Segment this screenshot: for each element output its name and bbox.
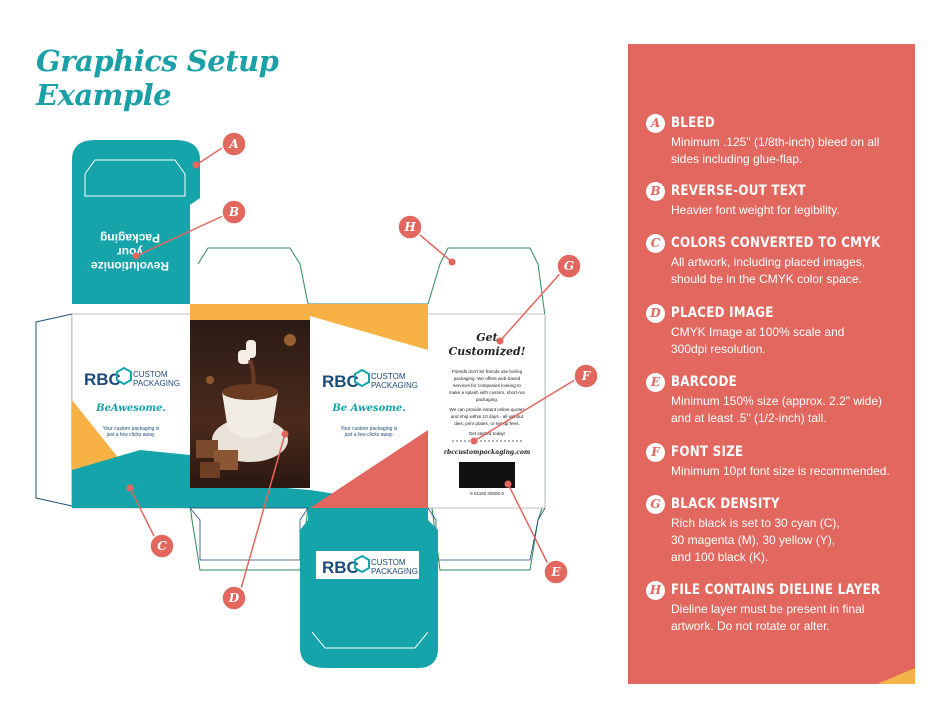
small-text-2b: just a few clicks away. <box>344 432 394 438</box>
requirement-text-g: Rich black is set to 30 cyan (C), 30 mag… <box>671 516 840 564</box>
callout-d: D <box>221 585 247 611</box>
requirement-item-e: E BARCODE Minimum 150% size (approx. 2.2"… <box>646 371 914 427</box>
top-flap-line-1: Revolutionize <box>91 259 169 273</box>
brand-line2-3: PACKAGING <box>371 567 418 576</box>
callout-a: A <box>221 131 247 157</box>
side-para-6: We can provide instant online quotes <box>449 407 525 412</box>
small-text-2a: Your custom packaging is <box>341 426 398 432</box>
page-title-line-1: Graphics Setup <box>36 44 279 78</box>
packaging-dieline-diagram: Revolutionize your Packaging <box>35 131 599 668</box>
logo-panel-1: RBC CUSTOM PACKAGING BeAwesome. Your cus… <box>84 366 180 438</box>
callout-f-letter: F <box>581 369 592 383</box>
side-heading-2: Customized! <box>449 345 526 358</box>
requirement-text-f: Minimum 10pt font size is recommended. <box>671 464 890 478</box>
requirement-item-a: A BLEED Minimum .125" (1/8th-inch) bleed … <box>646 112 914 168</box>
callout-e: E <box>543 559 569 585</box>
top-flap-line-3: Packaging <box>100 231 160 245</box>
page-title: Graphics Setup Example <box>36 44 279 112</box>
requirement-heading-b: REVERSE-OUT TEXT <box>671 183 806 199</box>
badge-icon-c: C <box>646 233 665 253</box>
requirement-heading-d: PLACED IMAGE <box>671 305 774 321</box>
requirement-item-h: H FILE CONTAINS DIELINE LAYER Dieline lay… <box>646 579 914 635</box>
side-para-8: dies, print plates, or set-up fees. <box>454 421 519 426</box>
requirement-heading-e: BARCODE <box>671 374 737 390</box>
panel-corner-accent <box>877 668 915 684</box>
requirement-text-b: Heavier font weight for legibility. <box>671 203 840 217</box>
brand-letters-3: RBC <box>322 558 359 577</box>
badge-icon-b: B <box>646 181 665 201</box>
brand-line1-2: CUSTOM <box>371 372 406 381</box>
callout-d-letter: D <box>228 591 240 605</box>
side-para-1: Friends don't let friends use boring <box>452 369 523 374</box>
side-para-4: make a splash with custom, short-run <box>449 390 526 395</box>
brand-letters-1: RBC <box>84 370 121 389</box>
requirement-text-e: Minimum 150% size (approx. 2.2" wide) an… <box>671 394 883 425</box>
requirement-item-g: G BLACK DENSITY Rich black is set to 30 c… <box>646 493 914 566</box>
side-heading-1: Get <box>476 331 497 344</box>
callout-e-letter: E <box>550 565 561 579</box>
page-title-line-2: Example <box>36 78 172 112</box>
brand-line2-2: PACKAGING <box>371 381 418 390</box>
side-copy-panel: Get Customized! Friends don't let friend… <box>444 331 530 496</box>
tagline-2: Be Awesome. <box>331 403 405 414</box>
brand-line1-1: CUSTOM <box>133 370 168 379</box>
requirement-text-d: CMYK Image at 100% scale and 300dpi reso… <box>671 325 845 356</box>
requirement-text-c: All artwork, including placed images, sh… <box>671 255 866 286</box>
small-text-1b: just a few clicks away. <box>106 432 156 438</box>
website-text: rbccustompackaging.com <box>444 449 530 456</box>
callout-a-letter: A <box>228 137 238 151</box>
callout-c-letter: C <box>157 539 167 553</box>
requirement-text-h: Dieline layer must be present in final a… <box>671 602 865 633</box>
top-flap: Revolutionize your Packaging <box>72 140 200 304</box>
callout-g-letter: G <box>564 259 574 273</box>
callout-f: F <box>573 363 599 389</box>
requirement-text-a: Minimum .125" (1/8th-inch) bleed on all … <box>671 135 880 166</box>
requirements-panel: A BLEED Minimum .125" (1/8th-inch) bleed … <box>628 44 915 684</box>
callout-b-letter: B <box>228 205 239 219</box>
callout-h: H <box>397 214 423 240</box>
requirement-item-c: C COLORS CONVERTED TO CMYK All artwork, i… <box>646 232 914 288</box>
callout-leaders <box>129 145 579 593</box>
logo-panel-2: RBC CUSTOM PACKAGING Be Awesome. Your cu… <box>322 368 418 438</box>
badge-icon-d: D <box>646 303 665 323</box>
brand-line2-1: PACKAGING <box>133 379 180 388</box>
requirement-heading-c: COLORS CONVERTED TO CMYK <box>671 235 881 251</box>
badge-icon-f: F <box>646 442 665 462</box>
side-para-2: packaging. We offers web-based <box>454 376 521 381</box>
callout-h-letter: H <box>403 220 416 234</box>
small-text-1a: Your custom packaging is <box>103 426 160 432</box>
badge-icon-a: A <box>646 113 665 133</box>
side-para-3: services for companies looking to <box>453 383 521 388</box>
badge-icon-g: G <box>646 494 665 514</box>
badge-icon-e: E <box>646 372 665 392</box>
brand-letters-2: RBC <box>322 372 359 391</box>
callout-g: G <box>556 253 582 279</box>
tagline-1: BeAwesome. <box>95 403 166 414</box>
callout-b: B <box>221 199 247 225</box>
requirement-heading-a: BLEED <box>671 115 715 131</box>
badge-icon-h: H <box>646 580 665 600</box>
placed-photo <box>190 320 310 488</box>
barcode-number: 6 81162 00000 9 <box>470 491 504 496</box>
callout-endpoints <box>126 161 512 492</box>
requirement-item-d: D PLACED IMAGE CMYK Image at 100% scale a… <box>646 302 914 358</box>
requirement-heading-f: FONT SIZE <box>671 444 744 460</box>
callout-c: C <box>149 533 175 559</box>
requirement-item-b: B REVERSE-OUT TEXT Heavier font weight fo… <box>646 180 914 219</box>
bottom-flap: RBC CUSTOM PACKAGING <box>300 508 438 668</box>
side-para-5: packaging. <box>476 397 498 402</box>
brand-line1-3: CUSTOM <box>371 558 406 567</box>
requirement-heading-g: BLACK DENSITY <box>671 496 780 512</box>
requirement-item-f: F FONT SIZE Minimum 10pt font size is rec… <box>646 441 914 480</box>
requirement-heading-h: FILE CONTAINS DIELINE LAYER <box>671 582 881 598</box>
side-para-7: and ship within 10 days - all without <box>451 414 524 419</box>
